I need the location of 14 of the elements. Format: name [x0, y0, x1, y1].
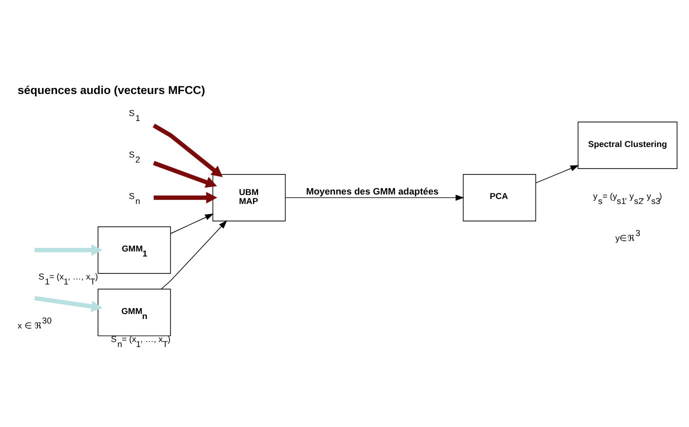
- edge-label: Moyennes des GMM adaptées: [306, 186, 439, 196]
- arrow: [285, 194, 464, 200]
- node-box: UBM MAP: [212, 174, 286, 221]
- arrow: [160, 220, 228, 289]
- arrow: [152, 123, 223, 177]
- arrow: [170, 213, 214, 234]
- arrow: [154, 191, 218, 203]
- diagram-title: séquences audio (vecteurs MFCC): [18, 84, 206, 97]
- arrow: [34, 296, 102, 312]
- arrow: [152, 160, 217, 188]
- node-box: PCA: [462, 174, 536, 221]
- arrow: [535, 164, 580, 183]
- node-box: Spectral Clustering: [578, 121, 678, 168]
- arrow: [34, 244, 102, 256]
